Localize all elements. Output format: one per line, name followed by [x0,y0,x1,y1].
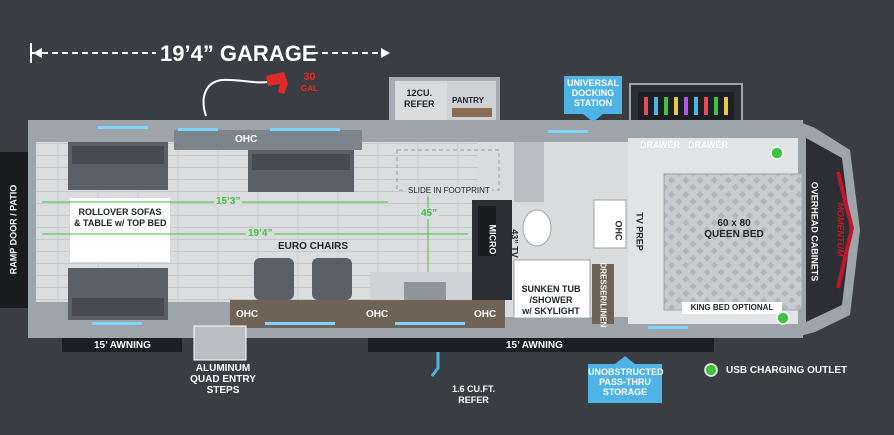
awning-right-label: 15’ AWNING [506,340,563,351]
vanity [593,199,627,249]
sunken-tub [513,259,591,319]
tv-prep-label: TV PREP [634,212,645,251]
exterior-refer-label: 1.6 CU.FT. REFER [452,384,495,406]
rollover-line1: ROLLOVER SOFAS [78,207,162,217]
dresser-label: DRESSER/LINEN [598,262,608,328]
drawer-label-2: DRAWER [688,140,728,150]
steps-line3: STEPS [206,385,240,396]
overhead-cabinets-label: OVERHEAD CABINETS [809,181,820,282]
queen-bed [663,173,803,311]
fuel-unit: GAL [301,84,318,93]
euro-chairs-label: EURO CHAIRS [278,241,349,252]
ohc-top-cabinet [174,130,362,150]
exterior-refer-line2: REFER [458,395,489,405]
dim-15-3: 15’3” [214,196,243,207]
pass-thru-line2: PASS-THRU [599,377,651,387]
usb-legend-label: USB CHARGING OUTLET [726,365,848,376]
sunken-tub-label: SUNKEN TUB /SHOWER w/ SKYLIGHT [518,284,584,317]
sofa-bottom-back [72,298,164,316]
garage-dimension-line [30,43,390,63]
pantry-shelf [452,108,492,117]
brand-logo: MOMENTUM [835,202,846,257]
queen-bed-line1: 60 x 80 [717,218,751,229]
tv-43-label: 43” TV [509,229,520,258]
brand-swoosh [836,171,855,289]
table-top-bed [70,198,170,262]
refrigerator [395,81,447,121]
pantry-label: PANTRY [452,96,484,105]
refer-line1: 12CU. [406,88,433,98]
king-bed-label: KING BED OPTIONAL [690,303,774,312]
sunken-tub-line1: SUNKEN TUB [521,284,581,294]
universal-docking-callout: UNIVERSAL DOCKING STATION [564,76,622,122]
sunken-tub-line3: w/ SKYLIGHT [522,306,580,316]
ohc-bottom-label-2: OHC [366,309,389,320]
ohc-bottom-label-3: OHC [474,309,497,320]
micro-label: MICRO [487,224,498,255]
rollover-label: ROLLOVER SOFAS & TABLE w/ TOP BED [74,207,167,229]
sunken-tub-line2: /SHOWER [529,295,573,305]
king-bed-tag [682,302,782,314]
dim-45: 45” [420,208,439,219]
ramp-door [0,152,28,308]
ramp-door-label: RAMP DOOR / PATIO [8,184,19,275]
ohc-top-label: OHC [235,134,258,145]
awning-left-label: 15’ AWNING [94,340,151,351]
bath-window-light [548,130,588,133]
entry-steps [193,325,247,361]
pass-thru-line3: STORAGE [602,387,648,397]
ohc-bottom-light [265,322,335,325]
window-light [98,126,148,129]
drawer-label-1: DRAWER [640,140,680,150]
docking-line2: DOCKING [571,88,615,98]
exterior-refer-line1: 1.6 CU.FT. [452,384,496,394]
queen-bed-line2: QUEEN BED [704,229,764,240]
dim-19-4: 19’4” [246,228,275,239]
exterior-refer-icon [430,352,440,377]
garage-title: 19’4” GARAGE [160,41,317,66]
queen-bed-label: 60 x 80 QUEEN BED [686,218,782,240]
microwave [478,206,496,256]
slide-footprint-label: SLIDE IN FOOTPRINT [406,185,492,196]
bedroom-window-light [648,326,688,329]
euro-chair-right [312,258,352,300]
docking-line3: STATION [573,98,613,108]
rollover-line2: & TABLE w/ TOP BED [74,218,167,228]
ohc-top-light [270,128,340,131]
steps-line1: ALUMINUM [195,363,251,374]
awning-right [368,338,714,352]
bath-wall [514,142,544,202]
fuel-amount: 30 GAL [301,72,318,94]
steps-label: ALUMINUM QUAD ENTRY STEPS [188,363,258,396]
usb-outlet-icon [776,311,790,325]
steps-line2: QUAD ENTRY [190,374,256,385]
pass-thru-line1: UNOBSTRUCTED [588,367,664,377]
pass-thru-callout: UNOBSTRUCTED PASS-THRU STORAGE [588,356,664,403]
ohc-top-light [178,128,218,131]
refer-line2: REFER [404,99,435,109]
docking-light-strips [644,97,728,115]
sofa-top-back [72,146,164,164]
sofa-top-right-back [252,154,350,170]
toilet [522,209,552,247]
refer-label: 12CU. REFER [404,88,435,110]
ohc-bath-label: OHC [613,220,624,241]
window-light [92,322,142,325]
ohc-bottom-label-1: OHC [236,309,259,320]
euro-chair-left [254,258,294,300]
usb-legend-icon [704,363,718,377]
ohc-bottom-light [395,322,465,325]
fuel-station-icon [202,72,288,117]
usb-outlet-icon [770,146,784,160]
docking-line1: UNIVERSAL [566,78,619,88]
kitchen-sink [404,282,446,300]
awning-left [62,338,182,352]
dresser-linen [592,264,614,324]
fuel-amount-value: 30 [303,71,316,83]
